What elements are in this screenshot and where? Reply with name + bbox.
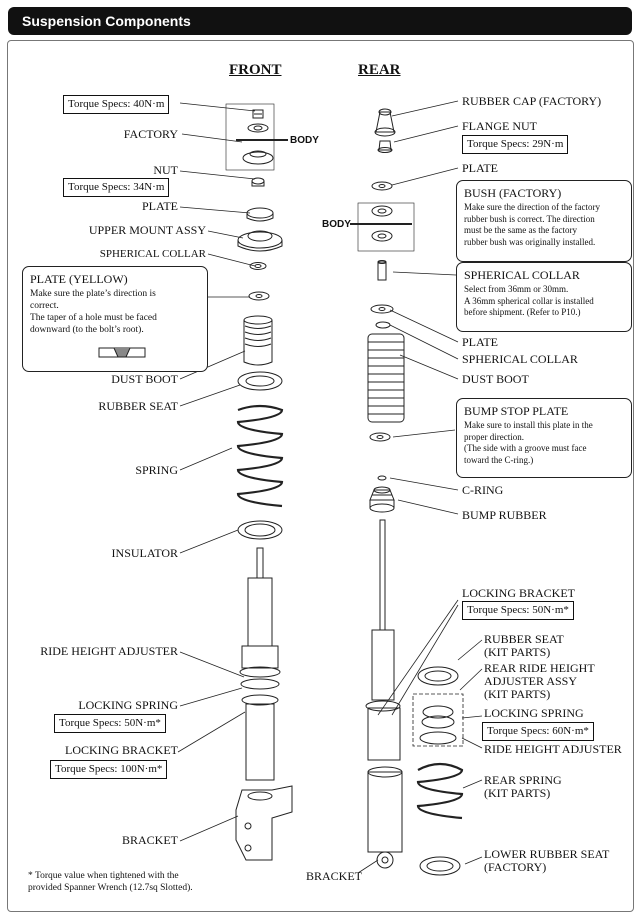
front-nut xyxy=(251,177,265,187)
rear-flange-nut xyxy=(377,140,393,153)
rear-bump-note: BUMP STOP PLATE Make sure to install thi… xyxy=(456,398,632,478)
rear-collar-note: SPHERICAL COLLAR Select from 36mm or 30m… xyxy=(456,262,632,332)
rear-rubber-seat-label: RUBBER SEAT (KIT PARTS) xyxy=(484,632,564,659)
diagram-frame xyxy=(7,40,634,912)
rear-rubber-seat xyxy=(417,666,459,686)
front-torque-100: Torque Specs: 100N·m* xyxy=(50,760,168,779)
rear-rubber-cap xyxy=(374,108,396,137)
rear-bump-stop-plate xyxy=(369,432,391,442)
rear-flange-nut-label: FLANGE NUT xyxy=(462,119,537,133)
footnote: * Torque value when tightened with the p… xyxy=(28,871,193,893)
front-spring xyxy=(236,404,284,508)
front-plate xyxy=(246,207,274,222)
front-collar-label: SPHERICAL COLLAR xyxy=(99,248,206,260)
heading-rear: REAR xyxy=(358,62,401,78)
front-upper-mount xyxy=(237,230,283,252)
heading-front: FRONT xyxy=(229,62,282,78)
rear-dust-boot-label: DUST BOOT xyxy=(462,372,529,386)
front-locking-bracket-label: LOCKING BRACKET xyxy=(65,743,178,757)
front-factory-label: FACTORY xyxy=(123,127,178,141)
collar-title: SPHERICAL COLLAR xyxy=(464,268,580,282)
front-rubber-seat-label: RUBBER SEAT xyxy=(98,399,178,413)
front-rha-label: RIDE HEIGHT ADJUSTER xyxy=(40,644,178,658)
rear-torque-50: Torque Specs: 50N·m* xyxy=(462,601,574,620)
rear-lower-seat xyxy=(419,856,461,876)
rear-bush-note: BUSH (FACTORY) Make sure the direction o… xyxy=(456,180,632,262)
front-torque-40: Torque Specs: 40N·m xyxy=(63,95,170,114)
front-top-nut xyxy=(252,109,264,119)
rear-torque-29: Torque Specs: 29N·m xyxy=(462,135,569,154)
bump-body: Make sure to install this plate in the p… xyxy=(464,420,593,465)
front-rubber-seat xyxy=(237,371,283,391)
plate-yellow-body: Make sure the plate’s direction is corre… xyxy=(30,289,157,335)
front-shock xyxy=(235,547,293,861)
collar-body: Select from 36mm or 30mm. A 36mm spheric… xyxy=(464,284,594,317)
front-dust-boot xyxy=(243,315,273,366)
front-upper-mount-label: UPPER MOUNT ASSY xyxy=(88,223,206,237)
rear-locking-bracket-label: LOCKING BRACKET xyxy=(462,586,575,600)
rear-bush xyxy=(371,205,393,242)
rear-bracket-label: BRACKET xyxy=(306,869,363,883)
rear-rubber-cap-label: RUBBER CAP (FACTORY) xyxy=(462,94,602,108)
front-insulator-label: INSULATOR xyxy=(111,546,178,560)
bush-title: BUSH (FACTORY) xyxy=(464,186,562,200)
front-bracket-label: BRACKET xyxy=(121,833,178,847)
front-torque-50: Torque Specs: 50N·m* xyxy=(54,714,166,733)
rear-leader-lines xyxy=(357,100,483,874)
rear-spring-label: REAR SPRING (KIT PARTS) xyxy=(484,773,562,800)
front-factory-washer xyxy=(247,123,269,133)
rear-rha-label: RIDE HEIGHT ADJUSTER xyxy=(484,742,622,756)
front-body-label: BODY xyxy=(290,135,319,146)
rear-locking-spring-label: LOCKING SPRING xyxy=(484,706,584,720)
plate-yellow-title: PLATE (YELLOW) xyxy=(30,272,128,286)
front-plate-yellow-note: PLATE (YELLOW) Make sure the plate’s dir… xyxy=(22,266,208,372)
plate-section-icon xyxy=(98,347,146,358)
rear-collar2-label: SPHERICAL COLLAR xyxy=(462,352,578,366)
bump-title: BUMP STOP PLATE xyxy=(464,404,569,418)
front-dust-boot-label: DUST BOOT xyxy=(111,372,178,386)
rear-spring xyxy=(416,762,464,820)
rear-plate xyxy=(371,181,393,191)
rear-c-ring-label: C-RING xyxy=(462,483,504,497)
bush-body: Make sure the direction of the factory r… xyxy=(464,202,600,247)
rear-collar2 xyxy=(375,321,391,329)
front-leader-lines xyxy=(177,102,256,842)
front-plate-yellow xyxy=(248,291,270,301)
rear-bump-rubber xyxy=(369,486,395,513)
page-header: Suspension Components xyxy=(8,7,632,35)
rear-rha-assy-label: REAR RIDE HEIGHT ADJUSTER ASSY (KIT PART… xyxy=(484,661,595,701)
rear-lower-seat-label: LOWER RUBBER SEAT (FACTORY) xyxy=(484,847,610,874)
front-collar xyxy=(249,262,267,270)
rear-adjuster xyxy=(419,705,457,745)
rear-body-label: BODY xyxy=(322,219,351,230)
rear-torque-60: Torque Specs: 60N·m* xyxy=(482,722,594,741)
front-spring-label: SPRING xyxy=(135,463,178,477)
front-locking-spring-label: LOCKING SPRING xyxy=(78,698,178,712)
rear-spherical-collar xyxy=(377,260,387,281)
front-factory-mount xyxy=(242,150,274,165)
rear-c-ring xyxy=(377,475,387,481)
rear-adjuster-dashed-box xyxy=(412,693,464,747)
rear-plate-label: PLATE xyxy=(462,161,498,175)
rear-bump-rubber-label: BUMP RUBBER xyxy=(462,508,547,522)
rear-plate2-label: PLATE xyxy=(462,335,498,349)
front-nut-label: NUT xyxy=(153,163,178,177)
rear-plate2 xyxy=(370,304,394,314)
front-insulator xyxy=(237,520,283,540)
front-torque-34: Torque Specs: 34N·m xyxy=(63,178,170,197)
front-plate-label: PLATE xyxy=(142,199,178,213)
rear-shock xyxy=(365,519,403,869)
rear-dust-boot xyxy=(367,333,405,423)
page-title: Suspension Components xyxy=(22,13,191,29)
